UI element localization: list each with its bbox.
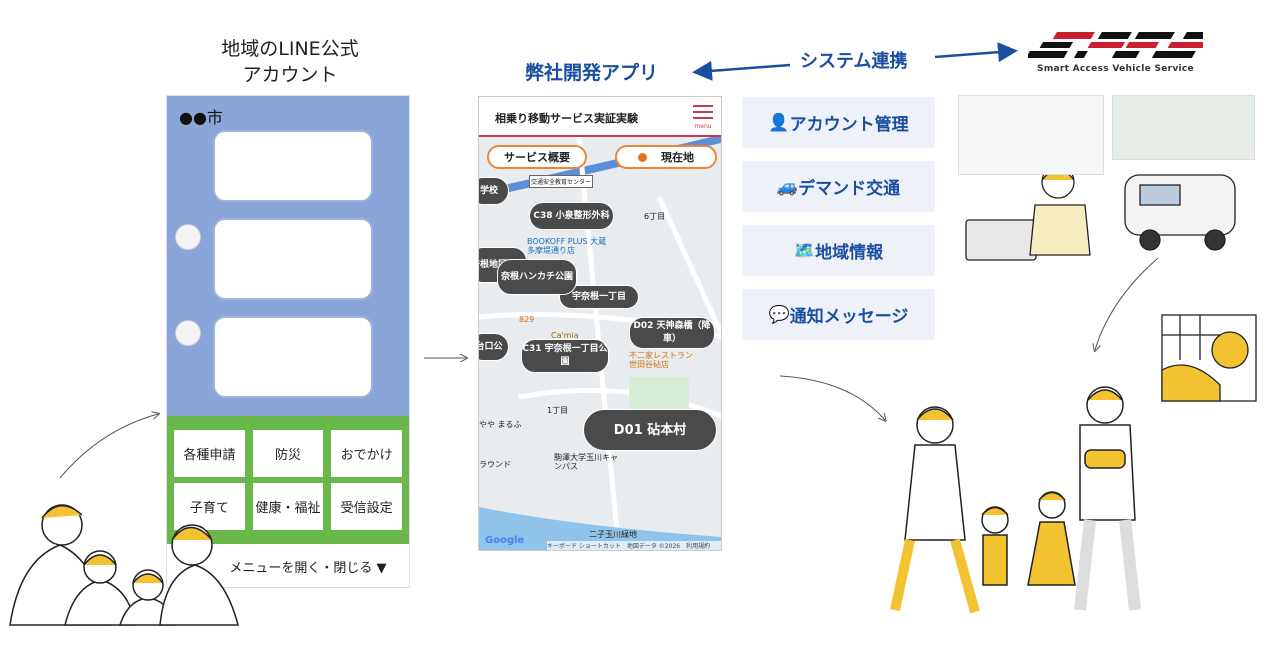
menu-item-settings[interactable]: 受信設定	[331, 483, 402, 530]
menu-toggle[interactable]: メニューを開く・閉じる ▼	[229, 561, 387, 576]
map-icon: 🗺️	[793, 240, 816, 261]
map-label: やや まるふ	[479, 420, 522, 429]
arrow-app-to-family	[779, 375, 885, 420]
map-label: 二子玉川緑地	[589, 530, 637, 539]
stop-marker[interactable]: C38 小泉整形外科	[529, 202, 614, 230]
keyboard-shortcuts-link[interactable]: キーボード ショートカット	[547, 543, 621, 550]
menu-item-health[interactable]: 健康・福祉	[252, 483, 324, 530]
app-header: 相乗り移動サービス実証実験	[479, 97, 721, 137]
avatar	[175, 224, 201, 250]
google-logo: Google	[485, 535, 525, 546]
map-label: 交通安全教育センター	[529, 175, 594, 188]
speech-bubble-icon: 💬	[768, 304, 790, 325]
feature-notification: 💬通知メッセージ	[742, 289, 935, 340]
map-label: BOOKOFF PLUS 大蔵多摩堤通り店	[527, 237, 607, 255]
map-label: 不二家レストラン世田谷砧店	[629, 351, 693, 369]
town-illustration	[1161, 314, 1257, 402]
location-dot-icon	[638, 152, 647, 162]
stop-marker[interactable]: 台口公	[479, 333, 509, 361]
map-data-label: 地図データ ©2026	[626, 543, 681, 550]
feature-account: 👤アカウント管理	[742, 97, 935, 148]
city-name: ●●市	[179, 108, 223, 127]
hamburger-menu-icon[interactable]: menu	[693, 105, 713, 130]
car-icon: 🚙	[776, 176, 799, 197]
app-screenshot: 相乗り移動サービス実証実験 menu サービス概要 現在地 交通安全教育センター…	[478, 96, 722, 551]
avatar	[175, 320, 201, 346]
rich-menu: 各種申請 防災 おでかけ 子育て 健康・福祉 受信設定	[167, 416, 409, 544]
savs-logo: Smart Access Vehicle Service	[1025, 30, 1227, 74]
vehicle-map-screenshot	[1112, 95, 1255, 160]
arrow-users-to-line	[59, 414, 158, 479]
map-label: 1丁目	[547, 406, 569, 415]
menu-item-childcare[interactable]: 子育て	[174, 483, 245, 530]
family-illustration	[890, 386, 1141, 614]
stop-marker[interactable]: D02 天神森橋（降車）	[629, 317, 715, 349]
integration-label: システム連携	[800, 51, 908, 72]
arrow-to-app	[692, 60, 791, 81]
feature-local-info: 🗺️地域情報	[742, 225, 935, 276]
map-label: Ca'mia	[551, 331, 579, 340]
map-label: ラウンド	[479, 460, 511, 469]
current-location-button[interactable]: 現在地	[615, 145, 717, 169]
savs-logo-mark	[1025, 32, 1227, 58]
terms-link[interactable]: 利用規約	[686, 543, 711, 550]
arrow-savs-to-family	[1095, 257, 1159, 350]
line-title: 地域のLINE公式 アカウント	[221, 38, 359, 86]
line-account-mockup: ●●市 各種申請 防災 おでかけ 子育て 健康・福祉 受信設定 メニューを開く・…	[166, 95, 410, 588]
stop-marker[interactable]: C31 宇奈根一丁目公園	[521, 339, 609, 373]
operator-illustration	[965, 165, 1236, 261]
menu-item-application[interactable]: 各種申請	[174, 430, 245, 477]
message-bubble	[213, 218, 373, 300]
menu-item-outing[interactable]: おでかけ	[331, 430, 402, 477]
chat-area: ●●市	[167, 96, 409, 416]
stop-marker[interactable]: 学校	[479, 177, 509, 205]
message-bubble	[213, 130, 373, 202]
residents-illustration	[9, 504, 239, 626]
stop-marker-selected[interactable]: D01 砧本村	[583, 409, 717, 451]
person-icon: 👤	[768, 112, 790, 133]
message-bubble	[213, 316, 373, 398]
menu-item-disaster[interactable]: 防災	[252, 430, 324, 477]
stop-marker[interactable]: 奈根ハンカチ公園	[497, 259, 577, 295]
service-overview-button[interactable]: サービス概要	[487, 145, 587, 169]
admin-dashboard-screenshot	[958, 95, 1104, 175]
map-label: 駒澤大学玉川キャンパス	[554, 453, 618, 471]
arrow-to-savs	[934, 42, 1018, 63]
map-label: 829	[519, 315, 535, 324]
feature-demand-transport: 🚙デマンド交通	[742, 161, 935, 212]
app-title: 弊社開発アプリ	[525, 62, 659, 84]
map-label: 6丁目	[644, 212, 666, 221]
